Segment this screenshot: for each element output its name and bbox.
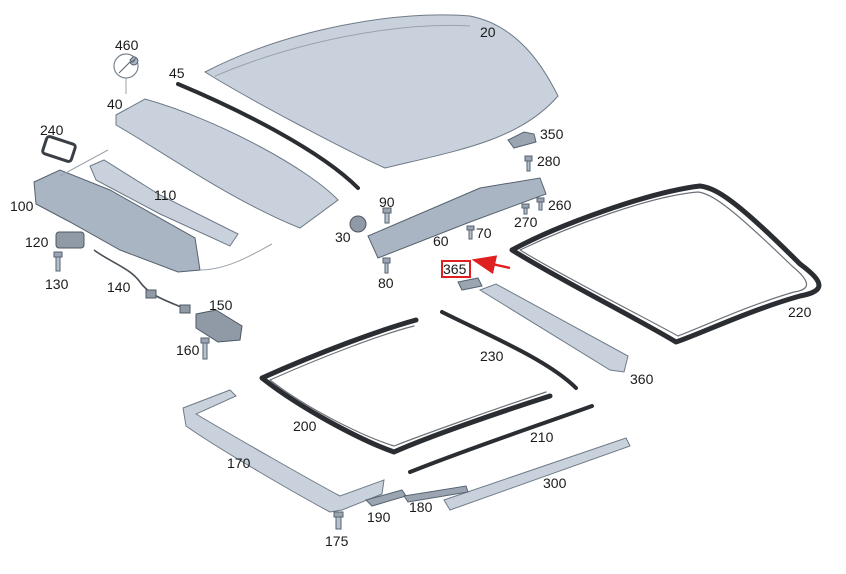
callout-label: 40 (107, 96, 123, 112)
callout-label: 45 (169, 65, 185, 81)
callout-label: 210 (530, 429, 554, 445)
callout-label: 200 (293, 418, 317, 434)
callout-label: 110 (154, 187, 177, 203)
callout-label: 150 (209, 297, 233, 313)
callout-label: 170 (227, 455, 251, 471)
callout-label: 240 (40, 122, 64, 138)
callout-label: 20 (480, 24, 496, 40)
seal-200-part (259, 317, 553, 455)
rail-360-part (478, 283, 629, 373)
crossmember-60-part (367, 177, 547, 259)
front-rail-170-part (182, 389, 385, 513)
small-frame-240-part (41, 135, 77, 163)
seal-strip-45-part (176, 82, 360, 190)
motor-150-part (195, 309, 243, 343)
screw-70-part (466, 225, 475, 240)
callout-label: 270 (514, 214, 538, 230)
callout-highlight-box (441, 260, 471, 278)
callout-label: 130 (45, 276, 69, 292)
callout-label: 60 (433, 233, 449, 249)
seal-220-part (509, 183, 822, 345)
callout-label: 80 (378, 275, 394, 291)
clip-350-part (507, 131, 537, 149)
callout-label: 220 (788, 304, 812, 320)
callout-label: 140 (107, 279, 131, 295)
clip-strip-180-part (403, 485, 469, 503)
callout-label: 190 (367, 509, 391, 525)
motor-120-part (55, 231, 85, 249)
callout-label: 460 (115, 37, 139, 53)
screw-90-part (382, 207, 392, 224)
callout-label: 360 (630, 371, 654, 387)
glass-panel-part (115, 98, 339, 229)
roof-panel-part (203, 14, 559, 169)
knob-30-part (349, 215, 367, 233)
wrench-tool-icon (113, 53, 139, 94)
callout-label: 180 (409, 499, 433, 515)
callout-label: 100 (10, 198, 34, 214)
frame-assembly-100-part (33, 169, 201, 273)
seal-210-part (408, 404, 594, 474)
screw-160-part (200, 337, 210, 360)
callout-label: 30 (335, 229, 351, 245)
callout-label: 260 (548, 197, 572, 213)
rail-110-part (89, 159, 239, 247)
screw-80-part (382, 257, 391, 274)
screw-175-part (333, 511, 344, 530)
callout-label: 160 (176, 342, 200, 358)
callout-label: 300 (543, 475, 567, 491)
highlight-arrow (471, 255, 511, 275)
small-part-365 (457, 277, 483, 291)
callout-label: 230 (480, 348, 504, 364)
callout-label-highlighted: 365 (443, 261, 467, 277)
callout-label: 175 (325, 533, 349, 549)
callout-label: 120 (25, 234, 49, 250)
screw-270-part (521, 203, 530, 215)
seal-230-part (440, 310, 578, 390)
screw-130-part (53, 251, 63, 272)
screw-280-part (524, 155, 533, 172)
callout-label: 350 (540, 126, 564, 142)
callout-label: 70 (476, 225, 492, 241)
screw-260-part (536, 197, 545, 211)
trim-strip-300-part (443, 437, 631, 511)
cable-140-part (93, 249, 189, 311)
callout-label: 90 (379, 194, 395, 210)
callout-label: 280 (537, 153, 561, 169)
